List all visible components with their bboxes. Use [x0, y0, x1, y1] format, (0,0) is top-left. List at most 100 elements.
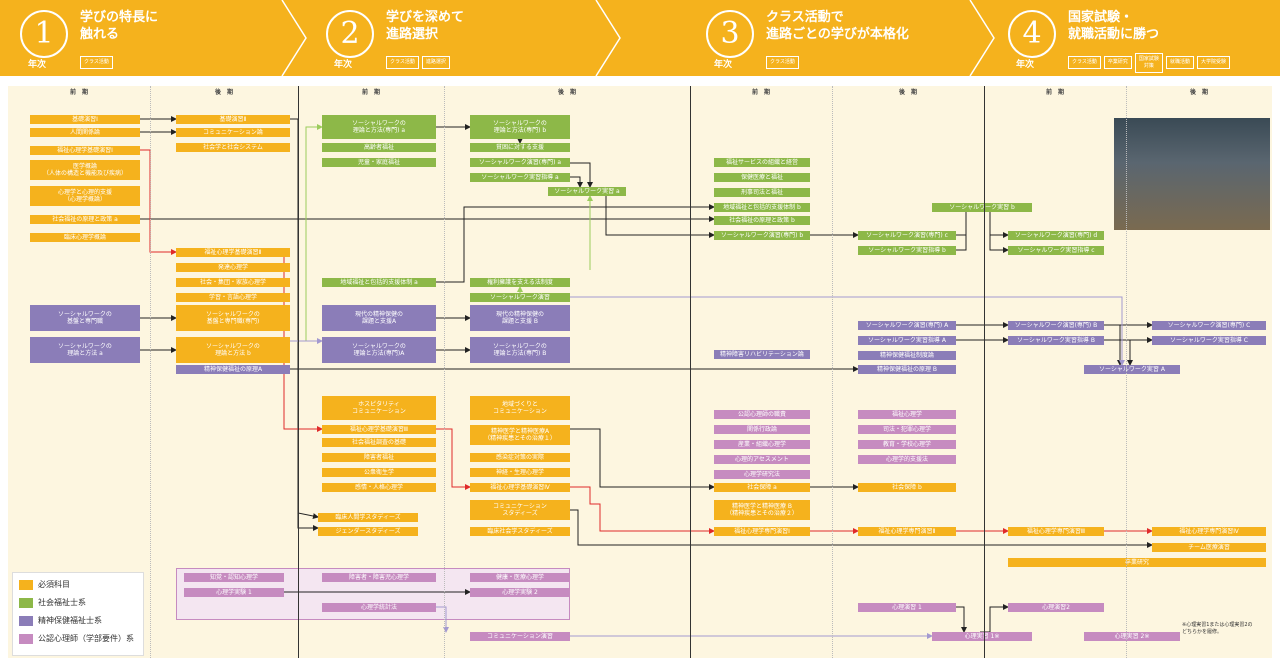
year-number-circle: 1	[20, 10, 68, 58]
year-tag: クラス活動	[80, 56, 113, 69]
year-tag: 大学院受験	[1196, 56, 1230, 69]
course-box: ソーシャルワークの 基盤と専門職	[30, 305, 140, 331]
year-tags: クラス活動卒業研究国家試験 対策就職活動大学院受験	[1068, 52, 1233, 73]
course-box: 地域福祉と包括的支援体制 a	[322, 278, 436, 287]
course-box: 臨床社会学スタディーズ	[470, 527, 570, 536]
course-box: 心理学と心理的支援 （心理学概論）	[30, 186, 140, 206]
course-box: ソーシャルワーク演習	[470, 293, 570, 302]
flow-arrow	[436, 204, 715, 283]
course-box: 精神保健福祉の原理 B	[858, 365, 956, 374]
course-box: ホスピタリティ コミュニケーション	[322, 396, 436, 420]
course-box: 公衆衛生学	[322, 468, 436, 477]
course-box: 福祉心理学専門演習Ⅲ	[1008, 527, 1104, 536]
year-tag: 進路選択	[421, 56, 450, 69]
year-title: 学びを深めて 進路選択	[386, 10, 465, 42]
legend-label: 必須科目	[38, 580, 70, 589]
course-box: 障害者・障害児心理学	[322, 573, 436, 582]
year-tag: クラス活動	[1068, 56, 1101, 69]
flow-arrow	[290, 124, 323, 342]
flow-arrow	[570, 428, 715, 490]
course-box: 産業・組織心理学	[714, 440, 810, 449]
legend-label: 社会福祉士系	[38, 598, 86, 607]
course-box: 地域づくりと コミュニケーション	[470, 396, 570, 420]
course-box: 臨床人間学スタディーズ	[318, 513, 418, 522]
course-box: 高齢者福祉	[322, 143, 436, 152]
year-tag: 就職活動	[1165, 56, 1194, 69]
term-header: 前 期	[1045, 89, 1064, 96]
course-box: 福祉心理学基礎演習Ⅳ	[470, 483, 570, 492]
course-box: 福祉心理学基礎演習Ⅲ	[322, 425, 436, 434]
year-unit-label: 年次	[28, 60, 47, 70]
year-tags: クラス活動	[766, 52, 802, 71]
course-box: ソーシャルワークの 理論と方法(専門) b	[470, 115, 570, 139]
term-header: 後 期	[1189, 89, 1208, 96]
course-box: 心理学統計法	[322, 603, 436, 612]
course-box: 社会学と社会システム	[176, 143, 290, 152]
course-box: 精神医学と精神医療A （精神疾患とその治療１）	[470, 425, 570, 445]
course-box: コミュニケーション スタディーズ	[470, 500, 570, 520]
course-box: 社会保障 a	[714, 483, 810, 492]
year-tag: 卒業研究	[1103, 56, 1132, 69]
course-box: 福祉心理学基礎演習Ⅱ	[176, 248, 290, 257]
course-box: ソーシャルワーク実習指導 B	[1008, 336, 1104, 345]
course-box: コミュニケーション論	[176, 128, 290, 137]
course-box: 社会福祉調査の基礎	[322, 438, 436, 447]
column-divider	[690, 86, 691, 658]
course-box: 心理学実験 2	[470, 588, 570, 597]
chevron-divider	[969, 0, 995, 76]
chevron-divider	[595, 0, 621, 76]
course-box: ソーシャルワークの 理論と方法 b	[176, 337, 290, 363]
course-box: 基礎演習Ⅰ	[30, 115, 140, 124]
course-box: 心理演習2	[1008, 603, 1104, 612]
legend-item: 公認心理師（学部要件）系	[19, 633, 134, 645]
course-box: 精神保健福祉の原理A	[176, 365, 290, 374]
course-box: 社会・集団・家族心理学	[176, 278, 290, 287]
course-box: 福祉心理学基礎演習Ⅰ	[30, 146, 140, 155]
course-box: 卒業研究	[1008, 558, 1266, 567]
flow-arrow	[1104, 339, 1133, 366]
course-box: 社会福祉の原理と政策 b	[714, 216, 810, 225]
year-number-circle: 4	[1008, 10, 1056, 58]
flow-arrow	[290, 118, 319, 531]
course-box: 貧困に対する支援	[470, 143, 570, 152]
course-box: 障害者福祉	[322, 453, 436, 462]
course-box: ソーシャルワーク実習指導 C	[1152, 336, 1266, 345]
year-tags: クラス活動	[80, 52, 116, 71]
course-box: 学習・言語心理学	[176, 293, 290, 302]
course-box: 福祉サービスの組織と経営	[714, 158, 810, 167]
flow-arrow	[570, 162, 593, 188]
course-box: 精神保健福祉制度論	[858, 351, 956, 360]
legend-label: 公認心理師（学部要件）系	[38, 634, 134, 643]
column-divider	[150, 86, 151, 658]
course-box: 心理演習 1	[858, 603, 956, 612]
column-divider	[832, 86, 833, 658]
flow-arrow	[956, 206, 969, 251]
legend-swatch	[19, 633, 33, 644]
footnote: ※心理実習1または心理実習2の どちらかを履修。	[1182, 622, 1253, 635]
course-box: ソーシャルワーク実習 b	[932, 203, 1032, 212]
course-box: ソーシャルワーク演習(専門) b	[714, 231, 810, 240]
course-box: ソーシャルワーク実習指導 a	[470, 173, 570, 182]
course-box: 臨床心理学概論	[30, 233, 140, 242]
year-tag: クラス活動	[766, 56, 799, 69]
course-box: 心理実習 2※	[1084, 632, 1180, 641]
flow-arrow	[570, 296, 1125, 366]
legend-swatch	[19, 579, 33, 590]
chevron-divider	[281, 0, 307, 76]
year-unit-label: 年次	[714, 60, 733, 70]
course-box: 基礎演習Ⅱ	[176, 115, 290, 124]
legend-swatch	[19, 615, 33, 626]
year-number-circle: 3	[706, 10, 754, 58]
course-box: ソーシャルワーク演習(専門) C	[1152, 321, 1266, 330]
course-box: 福祉心理学専門演習Ⅳ	[1152, 527, 1266, 536]
course-box: ソーシャルワーク演習(専門) B	[1008, 321, 1104, 330]
year-unit-label: 年次	[1016, 60, 1035, 70]
course-box: 心理実習 1※	[932, 632, 1032, 641]
course-box: ソーシャルワークの 理論と方法(専門) a	[322, 115, 436, 139]
course-box: ソーシャルワークの 理論と方法(専門) B	[470, 337, 570, 363]
course-box: 精神医学と精神医療 B （精神疾患とその治療２）	[714, 500, 810, 520]
